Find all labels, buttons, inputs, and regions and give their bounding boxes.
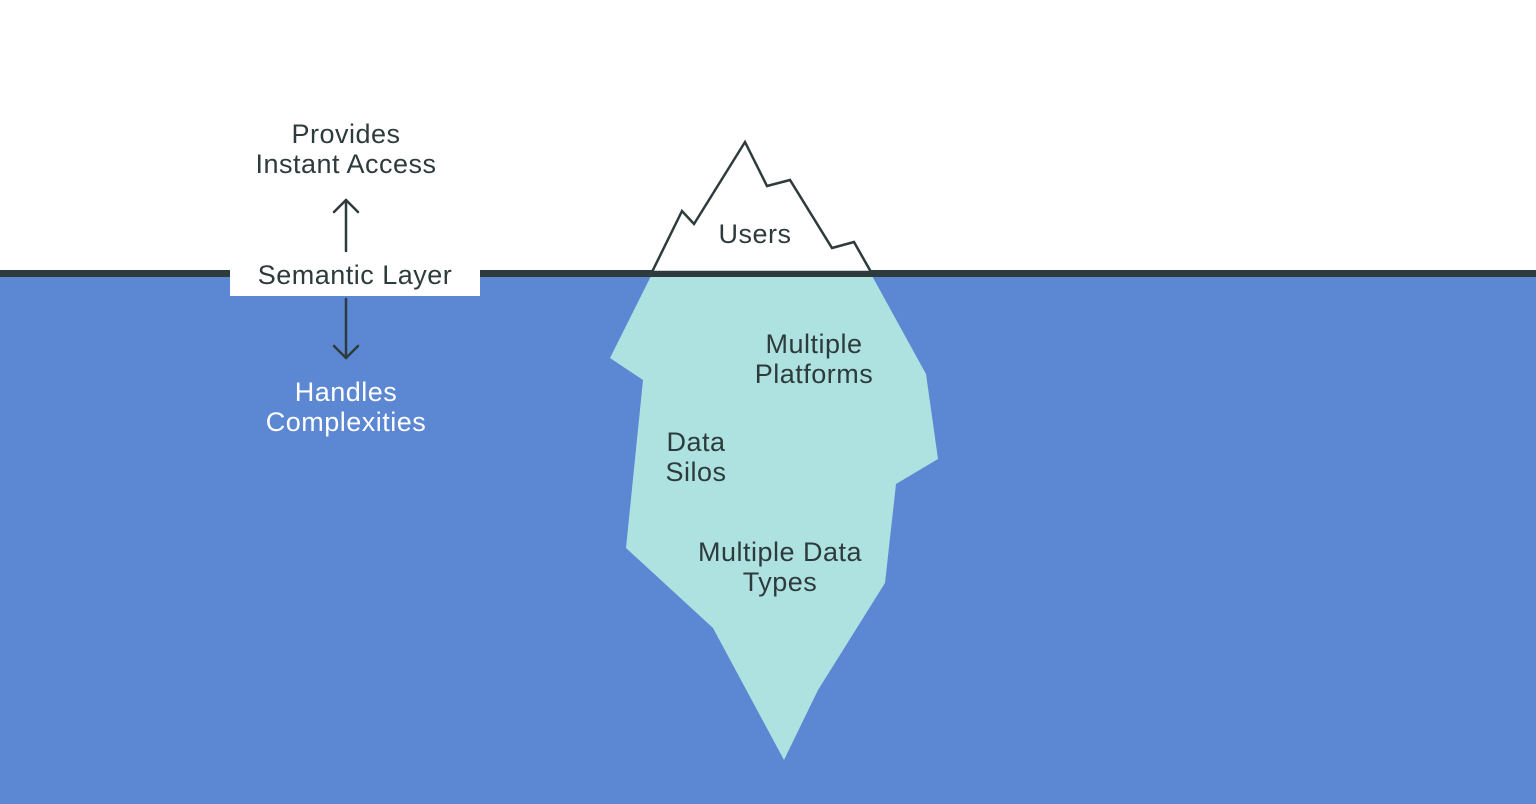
iceberg-tip [649, 139, 874, 274]
arrow-down-icon [332, 297, 360, 360]
label-data-silos-line2: Silos [665, 457, 726, 487]
label-multiple-platforms-line1: Multiple [765, 329, 862, 359]
label-semantic-layer: Semantic Layer [258, 260, 453, 290]
label-multiple-data-types-line1: Multiple Data [698, 537, 863, 567]
label-data-silos-line1: Data [666, 427, 726, 457]
waterline [0, 270, 1536, 277]
iceberg-submerged-body [610, 274, 938, 760]
semantic-layer-box [230, 253, 480, 296]
label-handles-line2: Complexities [266, 407, 427, 437]
label-provides-line1: Provides [291, 119, 400, 149]
label-provides-line2: Instant Access [255, 149, 436, 179]
tip-label-users: Users [718, 219, 791, 249]
label-handles-line1: Handles [295, 377, 398, 407]
label-multiple-platforms-line2: Platforms [755, 359, 874, 389]
arrow-up-icon [332, 198, 360, 253]
label-multiple-data-types-line2: Types [743, 567, 818, 597]
